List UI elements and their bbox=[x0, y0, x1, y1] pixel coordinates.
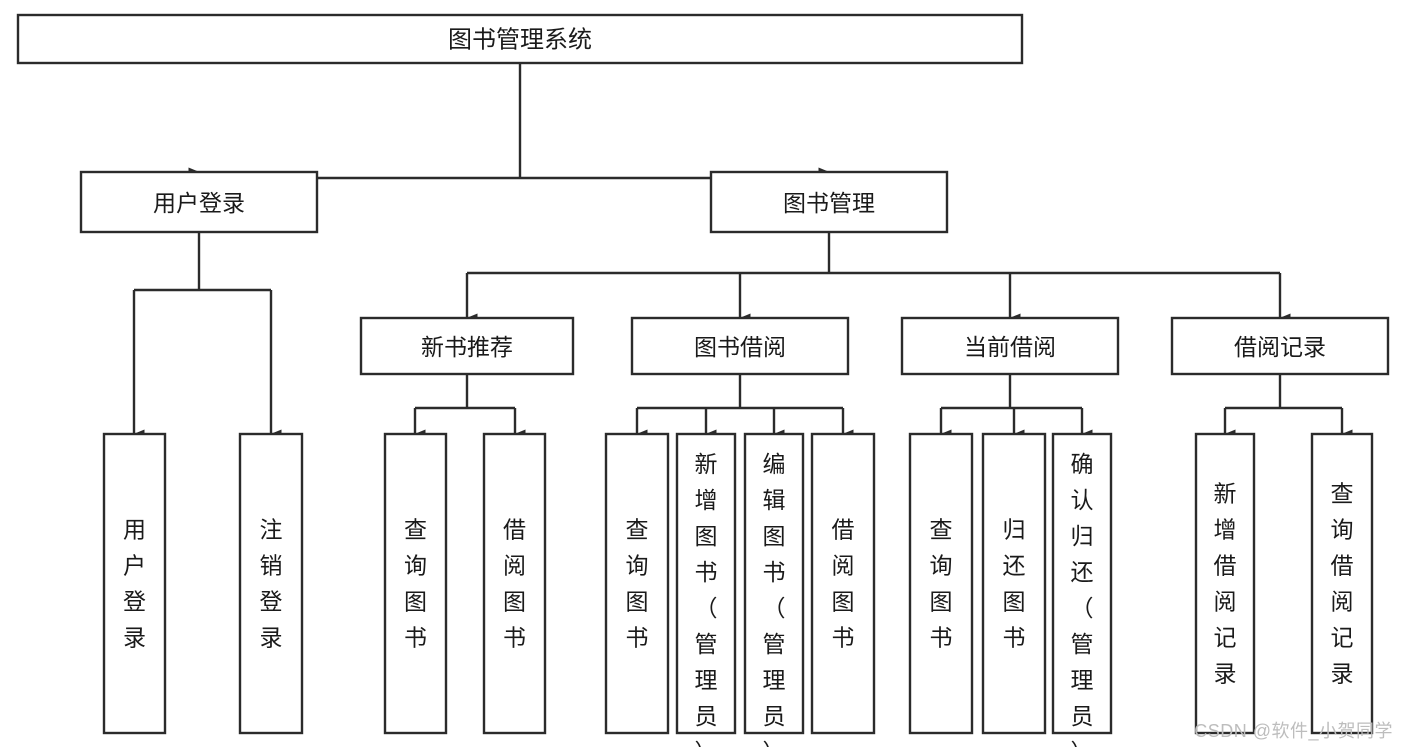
leaf-node-leaf-return-book[interactable]: 归还图书 bbox=[981, 432, 1047, 735]
node-new-book-recommend-box[interactable] bbox=[359, 316, 575, 376]
leaf-node-box[interactable] bbox=[675, 432, 737, 735]
leaf-node-leaf-borrow-book-2[interactable]: 借阅图书 bbox=[810, 432, 876, 735]
node-current-borrow-label: 当前借阅 bbox=[964, 334, 1056, 360]
leaf-node-label: 借阅图书 bbox=[832, 517, 855, 651]
leaf-node-leaf-edit-book[interactable]: 编辑图书（管理员） bbox=[743, 432, 805, 747]
node-book-borrow[interactable]: 图书借阅 bbox=[630, 316, 850, 376]
leaf-node-label: 编辑图书（管理员） bbox=[763, 451, 786, 747]
node-root[interactable]: 图书管理系统 bbox=[16, 13, 1024, 65]
leaf-node-label: 查询图书 bbox=[626, 517, 649, 651]
leaf-node-leaf-add-record[interactable]: 新增借阅记录 bbox=[1194, 432, 1256, 735]
connector-group-new-book-recommend bbox=[413, 374, 526, 439]
node-borrow-record-box[interactable] bbox=[1170, 316, 1390, 376]
leaf-node-label: 借阅图书 bbox=[503, 517, 526, 651]
leaf-node-box[interactable] bbox=[1051, 432, 1113, 735]
node-book-borrow-box[interactable] bbox=[630, 316, 850, 376]
leaf-node-leaf-query-book-3[interactable]: 查询图书 bbox=[908, 432, 974, 735]
connector-group-current-borrow bbox=[939, 374, 1093, 439]
leaf-node-label: 注销登录 bbox=[260, 517, 283, 651]
leaf-node-box[interactable] bbox=[102, 432, 167, 735]
node-borrow-record-label: 借阅记录 bbox=[1234, 334, 1326, 360]
node-new-book-recommend-label: 新书推荐 bbox=[421, 334, 513, 360]
connector-group-borrow-record bbox=[1223, 374, 1353, 439]
leaf-node-box[interactable] bbox=[1194, 432, 1256, 735]
leaf-node-leaf-logout[interactable]: 注销登录 bbox=[238, 432, 304, 735]
leaf-node-leaf-user-login[interactable]: 用户登录 bbox=[102, 432, 167, 735]
leaf-node-box[interactable] bbox=[238, 432, 304, 735]
node-book-management-label: 图书管理 bbox=[783, 190, 875, 216]
node-borrow-record[interactable]: 借阅记录 bbox=[1170, 316, 1390, 376]
leaf-node-label: 新增图书（管理员） bbox=[695, 451, 718, 747]
leaf-node-box[interactable] bbox=[482, 432, 547, 735]
node-user-login-label: 用户登录 bbox=[153, 190, 245, 216]
connector-group-book-borrow bbox=[635, 374, 854, 439]
leaf-node-box[interactable] bbox=[1310, 432, 1374, 735]
node-book-borrow-label: 图书借阅 bbox=[694, 334, 786, 360]
leaf-node-label: 查询图书 bbox=[930, 517, 953, 651]
leaf-node-label: 用户登录 bbox=[123, 517, 146, 651]
leaf-node-leaf-query-record[interactable]: 查询借阅记录 bbox=[1310, 432, 1374, 735]
node-user-login-box[interactable] bbox=[79, 170, 319, 234]
leaf-node-box[interactable] bbox=[908, 432, 974, 735]
leaf-node-leaf-add-book[interactable]: 新增图书（管理员） bbox=[675, 432, 737, 747]
leaf-node-box[interactable] bbox=[604, 432, 670, 735]
node-book-management-box[interactable] bbox=[709, 170, 949, 234]
leaf-node-box[interactable] bbox=[981, 432, 1047, 735]
connector-group-book-management bbox=[465, 232, 1291, 323]
node-root-box[interactable] bbox=[16, 13, 1024, 65]
leaf-node-box[interactable] bbox=[383, 432, 448, 735]
leaf-node-label: 确认归还（管理员） bbox=[1071, 451, 1094, 747]
node-current-borrow[interactable]: 当前借阅 bbox=[900, 316, 1120, 376]
leaf-node-label: 归还图书 bbox=[1003, 517, 1026, 651]
leaf-node-label: 新增借阅记录 bbox=[1214, 481, 1237, 687]
leaf-node-label: 查询借阅记录 bbox=[1331, 481, 1354, 687]
leaf-node-leaf-query-book-2[interactable]: 查询图书 bbox=[604, 432, 670, 735]
leaf-node-box[interactable] bbox=[743, 432, 805, 735]
leaf-node-box[interactable] bbox=[810, 432, 876, 735]
node-user-login[interactable]: 用户登录 bbox=[79, 170, 319, 234]
node-root-label: 图书管理系统 bbox=[448, 27, 592, 54]
leaf-node-leaf-confirm-return[interactable]: 确认归还（管理员） bbox=[1051, 432, 1113, 747]
csdn-watermark: CSDN @软件_小贺同学 bbox=[1194, 721, 1393, 741]
leaf-node-layer: 用户登录 注销登录 查询图书 借阅图书 查询图书 新增图书（管理员） 编辑图书（管理员） 借阅… bbox=[102, 432, 1374, 747]
leaf-node-label: 查询图书 bbox=[404, 517, 427, 651]
node-current-borrow-box[interactable] bbox=[900, 316, 1120, 376]
leaf-node-leaf-borrow-book-1[interactable]: 借阅图书 bbox=[482, 432, 547, 735]
leaf-node-leaf-query-book-1[interactable]: 查询图书 bbox=[383, 432, 448, 735]
node-new-book-recommend[interactable]: 新书推荐 bbox=[359, 316, 575, 376]
node-book-management[interactable]: 图书管理 bbox=[709, 170, 949, 234]
connector-group-root bbox=[188, 63, 831, 180]
connector-group-user-login bbox=[132, 232, 282, 439]
